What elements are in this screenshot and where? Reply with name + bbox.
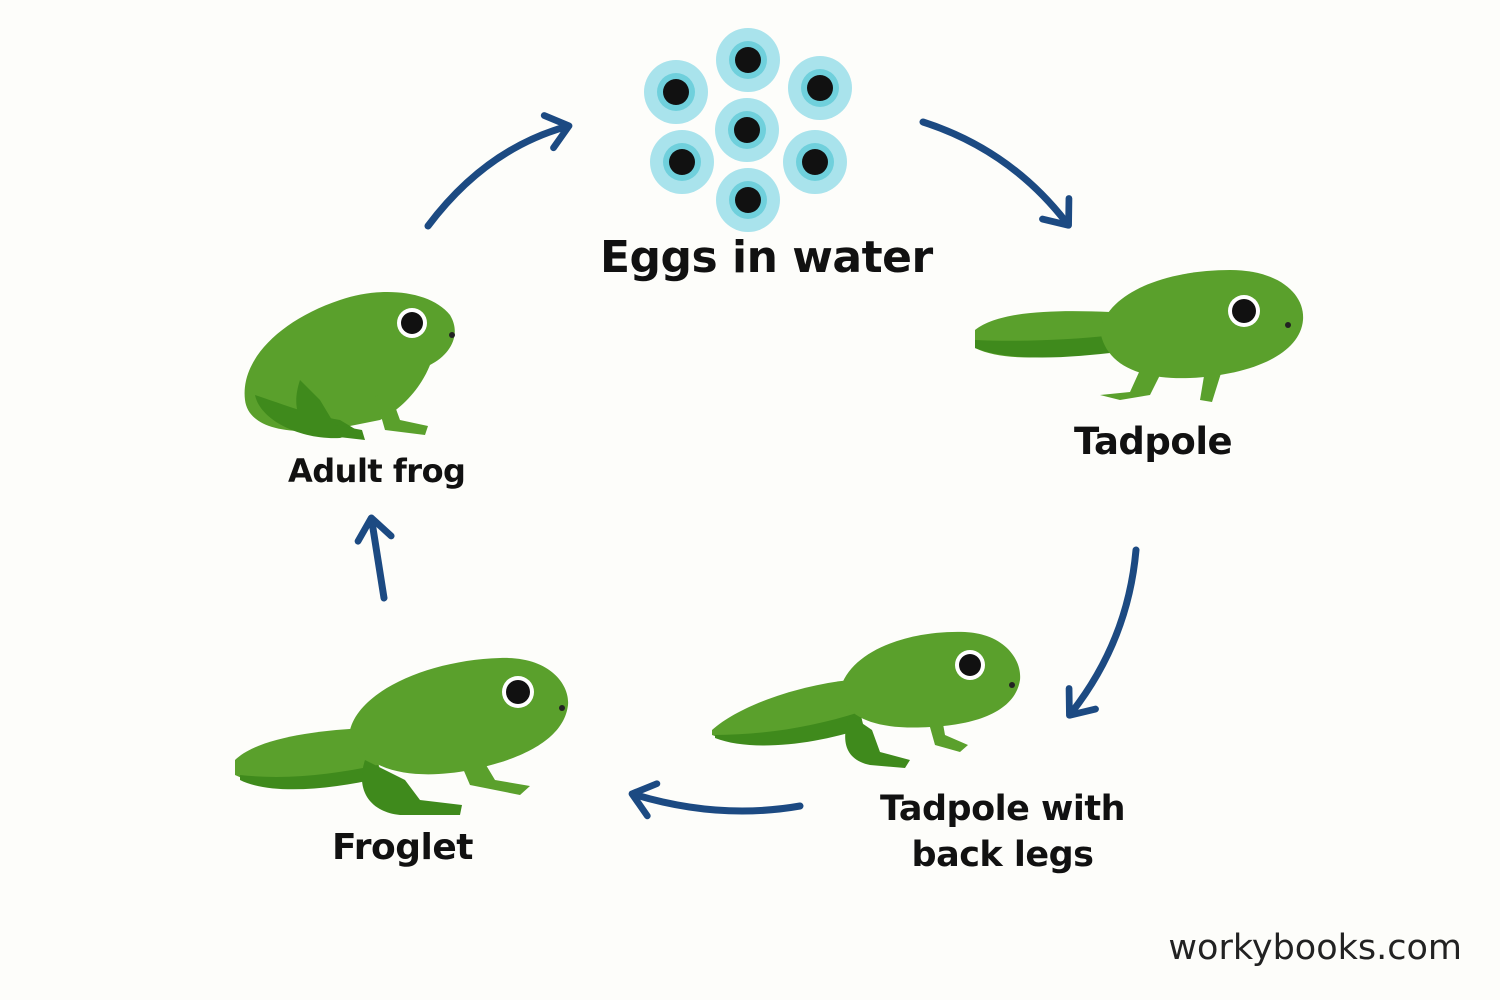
stage-label-tadpole: Tadpole bbox=[1074, 420, 1233, 463]
arrow-legs-to-froglet bbox=[628, 780, 804, 820]
stage-label-line1: Tadpole with bbox=[880, 789, 1126, 829]
arrow-adult-to-eggs bbox=[424, 112, 573, 230]
stage-label-froglet: Froglet bbox=[332, 827, 474, 868]
watermark: workybooks.com bbox=[1168, 928, 1462, 968]
arrow-eggs-to-tadpole bbox=[919, 118, 1073, 229]
eggs-icon bbox=[644, 28, 852, 232]
arrow-froglet-to-adult bbox=[354, 514, 395, 602]
stage-label-adult: Adult frog bbox=[288, 452, 466, 490]
arrow-tadpole-to-legs bbox=[1065, 546, 1140, 719]
egg bbox=[644, 60, 708, 124]
adult-frog-icon bbox=[244, 292, 455, 440]
egg bbox=[716, 168, 780, 232]
tadpole-with-legs-icon bbox=[712, 631, 1021, 768]
stage-label-eggs: Eggs in water bbox=[600, 232, 933, 283]
stage-label-tadpole-with-legs: Tadpole with back legs bbox=[880, 786, 1126, 878]
tadpole-icon bbox=[975, 270, 1304, 402]
egg bbox=[788, 56, 852, 120]
egg bbox=[716, 28, 780, 92]
stage-label-line2: back legs bbox=[911, 835, 1095, 875]
froglet-icon bbox=[235, 657, 569, 815]
egg bbox=[783, 130, 847, 194]
egg bbox=[715, 98, 779, 162]
egg bbox=[650, 130, 714, 194]
